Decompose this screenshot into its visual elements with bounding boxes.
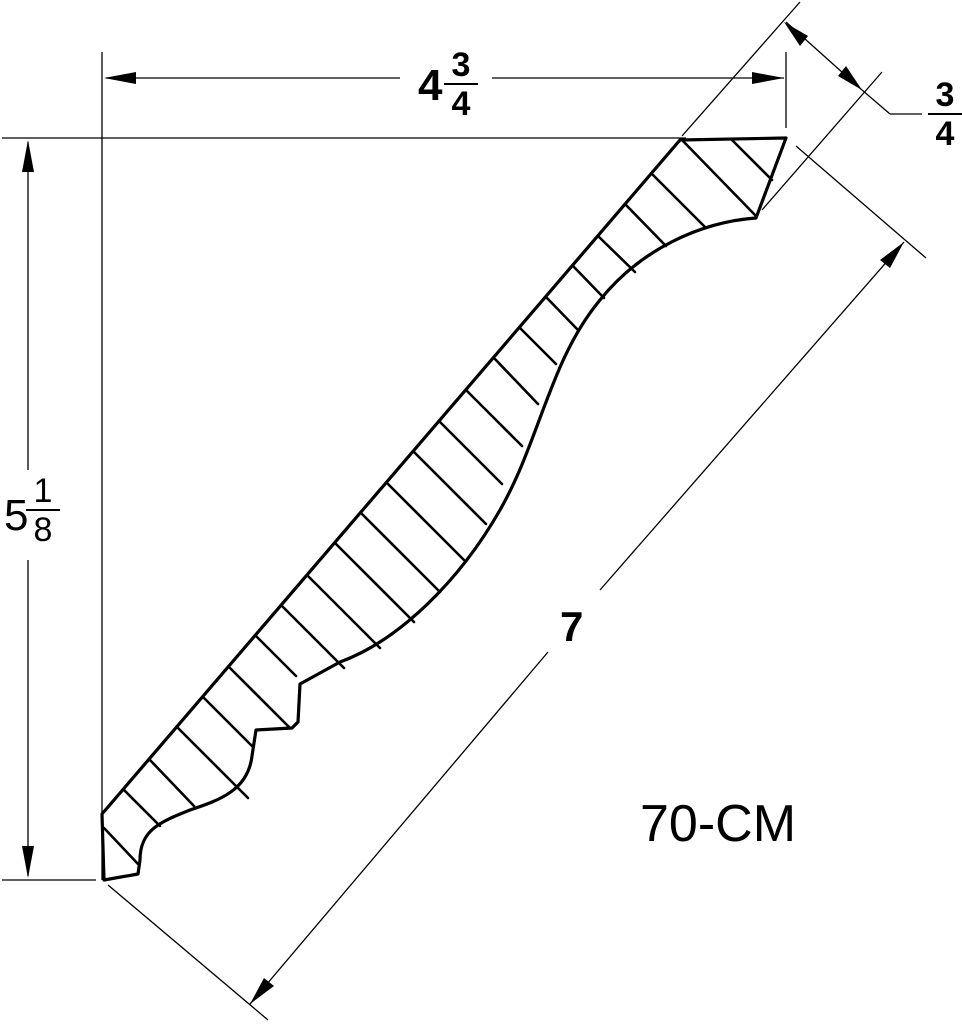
height-numerator: 1 bbox=[33, 472, 53, 510]
width-whole: 4 bbox=[418, 61, 443, 110]
arrow-diag-upleft-icon bbox=[784, 22, 808, 46]
fraction-bar bbox=[26, 509, 60, 511]
arrow-diag-up-icon bbox=[880, 242, 904, 268]
extension-lines bbox=[2, 1, 927, 1021]
arrow-diag-down-icon bbox=[250, 978, 274, 1004]
diagonal-dimension-label: 7 bbox=[560, 603, 584, 650]
arrow-diag-downright-icon bbox=[838, 66, 862, 90]
hatching bbox=[102, 138, 774, 866]
height-whole: 5 bbox=[4, 491, 29, 540]
arrow-right-icon bbox=[752, 72, 784, 84]
thickness-fraction: 3 4 bbox=[928, 78, 962, 151]
arrow-down-icon bbox=[22, 846, 34, 878]
height-dimension-label: 5 1 8 bbox=[2, 472, 62, 556]
width-denominator: 4 bbox=[451, 85, 471, 123]
part-label: 70-CM bbox=[640, 795, 797, 853]
width-fraction: 3 4 bbox=[444, 48, 478, 121]
thickness-numerator: 3 bbox=[935, 76, 955, 114]
molding-profile-outline bbox=[100, 136, 788, 882]
arrowheads bbox=[22, 22, 904, 1004]
thickness-denominator: 4 bbox=[935, 115, 955, 153]
arrow-up-icon bbox=[22, 140, 34, 172]
dimension-lines bbox=[27, 21, 922, 1005]
fraction-bar bbox=[444, 83, 478, 85]
width-numerator: 3 bbox=[451, 46, 471, 84]
thickness-dimension-label: 3 4 bbox=[928, 78, 962, 158]
arrow-left-icon bbox=[104, 72, 136, 84]
height-fraction: 1 8 bbox=[26, 474, 60, 547]
width-dimension-label: 4 3 4 bbox=[414, 48, 494, 121]
height-denominator: 8 bbox=[33, 511, 53, 549]
fraction-bar bbox=[928, 113, 962, 115]
